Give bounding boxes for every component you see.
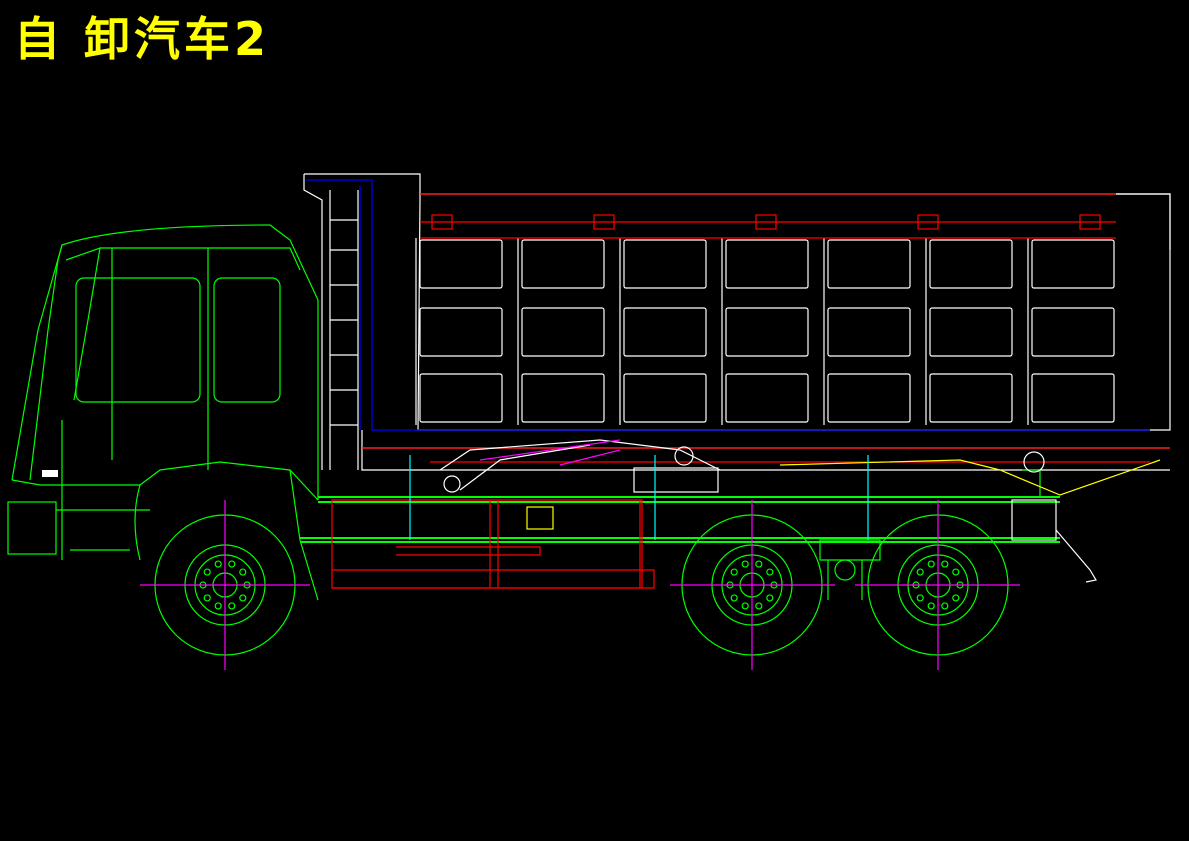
lug-nut [214,560,222,568]
body-panel [1031,307,1115,357]
body-blue-outline [306,179,1150,431]
body-panel [623,307,707,357]
latch [593,214,615,230]
lug-nut [941,560,949,568]
body-panel [725,239,809,289]
body-panel [725,307,809,357]
latch [431,214,453,230]
lug-nut [228,602,236,610]
body-panels [415,238,1115,425]
latch [755,214,777,230]
body-latches [431,214,1101,230]
body-panel [827,239,911,289]
lug-nut [214,602,222,610]
drawing-title: 自 卸汽车2 [14,12,271,66]
lug-nut [741,602,749,610]
body-panel [521,373,605,423]
body-panel [623,239,707,289]
body-panel [929,373,1013,423]
body-panel [521,239,605,289]
body-red-frame [362,193,1170,463]
body-panel [827,373,911,423]
latch [917,214,939,230]
body-panel [1031,373,1115,423]
lug-nut [952,594,960,602]
body-panel [725,373,809,423]
lug-nut [741,560,749,568]
body-panel [521,307,605,357]
lug-nut [941,602,949,610]
chassis-frame [300,469,1060,600]
body-panel [1031,239,1115,289]
wheel-centerlines [140,500,1020,670]
lug-nut [755,560,763,568]
body-panel [827,307,911,357]
body-panel [623,373,707,423]
body-panel [419,373,503,423]
lug-nut [239,568,247,576]
lug-nut [755,602,763,610]
lug-nut [228,560,236,568]
body-panel [929,239,1013,289]
hoist-mechanism [396,439,1161,583]
lug-nut [927,602,935,610]
lug-nut [766,594,774,602]
lug-nut [766,568,774,576]
body-panel [419,307,503,357]
lug-nut [730,594,738,602]
cab [7,224,319,601]
dump-body [303,173,1171,471]
lug-nut [203,594,211,602]
lug-nut [916,594,924,602]
lug-nut [239,594,247,602]
chassis-red-parts [331,499,655,589]
lug-nut [916,568,924,576]
lug-nut [952,568,960,576]
latch [1079,214,1101,230]
body-panel [929,307,1013,357]
lug-nut [927,560,935,568]
lug-nut [730,568,738,576]
lug-nut [203,568,211,576]
body-panel [419,239,503,289]
